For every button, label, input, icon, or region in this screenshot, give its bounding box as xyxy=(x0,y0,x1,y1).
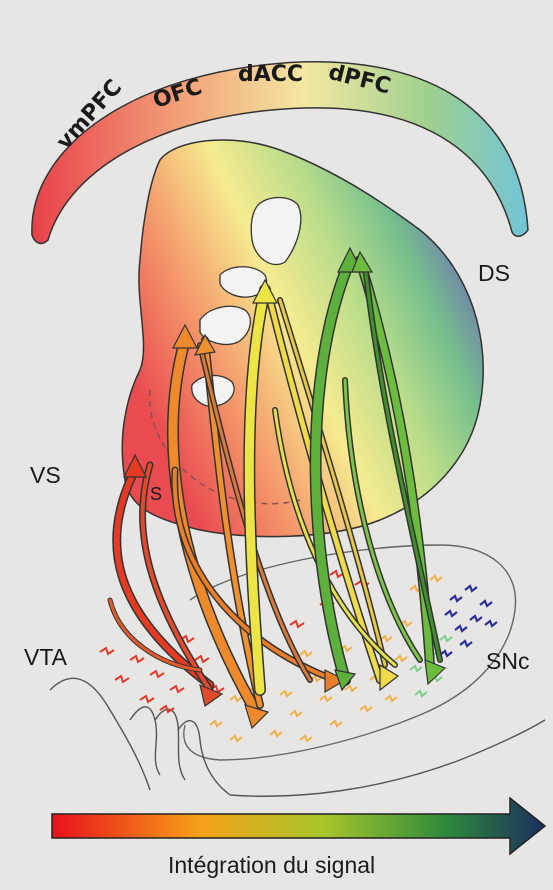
gradient-caption: Intégration du signal xyxy=(168,852,375,879)
label-s: S xyxy=(150,484,162,505)
label-vta: VTA xyxy=(24,644,67,671)
label-snc: SNc xyxy=(486,648,529,675)
label-vs: VS xyxy=(30,462,61,489)
integration-gradient-arrow xyxy=(52,798,545,854)
label-ds: DS xyxy=(478,260,510,287)
cortex-label-dacc: dACC xyxy=(238,62,303,87)
